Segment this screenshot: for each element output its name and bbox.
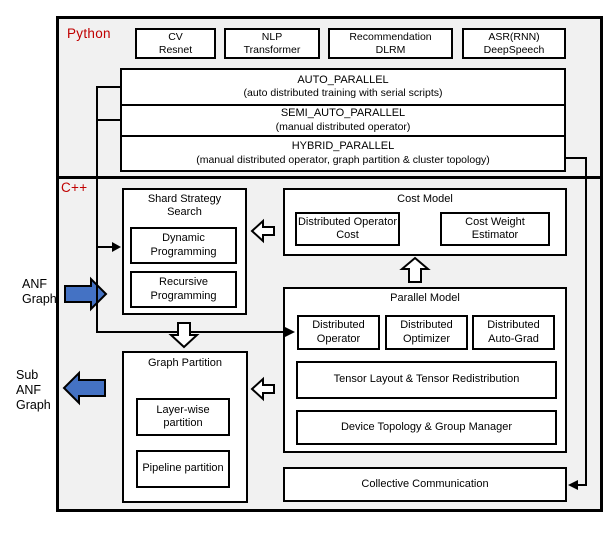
distributed-operator-box: Distributed Operator xyxy=(297,315,380,350)
tensor-layout-redistribution-box: Tensor Layout & Tensor Redistribution xyxy=(296,361,557,399)
app-box-cv: CV Resnet xyxy=(135,28,216,59)
device-topology-group-manager-box: Device Topology & Group Manager xyxy=(296,410,557,445)
layer-wise-partition-box: Layer-wise partition xyxy=(136,398,230,436)
cost-weight-estimator-box: Cost Weight Estimator xyxy=(440,212,550,246)
distributed-operator-cost-box: Distributed Operator Cost xyxy=(295,212,400,246)
distributed-optimizer-box: Distributed Optimizer xyxy=(385,315,468,350)
collective-communication-box: Collective Communication xyxy=(283,467,567,502)
cost-model-title: Cost Model xyxy=(397,193,453,205)
app-box-recommendation: Recommendation DLRM xyxy=(328,28,453,59)
auto-parallel-title: AUTO_PARALLEL xyxy=(297,73,389,86)
distributed-auto-grad-box: Distributed Auto-Grad xyxy=(472,315,555,350)
recursive-programming-box: Recursive Programming xyxy=(130,271,237,308)
hybrid-parallel-subtitle: (manual distributed operator, graph part… xyxy=(196,153,490,166)
graph-partition-title: Graph Partition xyxy=(148,357,222,369)
sub-anf-graph-label: Sub ANF Graph xyxy=(16,368,51,412)
mode-row-hybrid-parallel: HYBRID_PARALLEL (manual distributed oper… xyxy=(120,135,566,172)
parallel-model-title: Parallel Model xyxy=(390,292,460,304)
app-box-cv-line1: CV xyxy=(168,30,183,43)
app-box-nlp-line1: NLP xyxy=(261,30,283,43)
app-box-recommendation-line1: Recommendation xyxy=(349,30,432,43)
app-box-cv-line2: Resnet xyxy=(158,43,193,56)
app-box-asr-line1: ASR(RNN) xyxy=(488,30,540,43)
cpp-section-label: C++ xyxy=(61,180,88,195)
auto-parallel-subtitle: (auto distributed training with serial s… xyxy=(243,87,443,100)
app-box-asr: ASR(RNN) DeepSpeech xyxy=(462,28,566,59)
hybrid-parallel-title: HYBRID_PARALLEL xyxy=(291,140,395,153)
app-box-asr-line2: DeepSpeech xyxy=(483,43,545,56)
semi-auto-parallel-subtitle: (manual distributed operator) xyxy=(275,120,411,133)
app-box-nlp-line2: Transformer xyxy=(243,43,301,56)
dynamic-programming-box: Dynamic Programming xyxy=(130,227,237,264)
shard-strategy-search-title: Shard Strategy Search xyxy=(147,193,222,219)
pipeline-partition-box: Pipeline partition xyxy=(136,450,230,488)
mode-row-auto-parallel: AUTO_PARALLEL (auto distributed training… xyxy=(120,68,566,106)
mode-row-semi-auto-parallel: SEMI_AUTO_PARALLEL (manual distributed o… xyxy=(120,104,566,137)
app-box-recommendation-line2: DLRM xyxy=(375,43,406,56)
app-box-nlp: NLP Transformer xyxy=(224,28,320,59)
semi-auto-parallel-title: SEMI_AUTO_PARALLEL xyxy=(280,107,406,120)
python-section-label: Python xyxy=(67,26,111,41)
python-cpp-divider xyxy=(56,176,603,179)
anf-graph-label: ANF Graph xyxy=(22,277,57,306)
